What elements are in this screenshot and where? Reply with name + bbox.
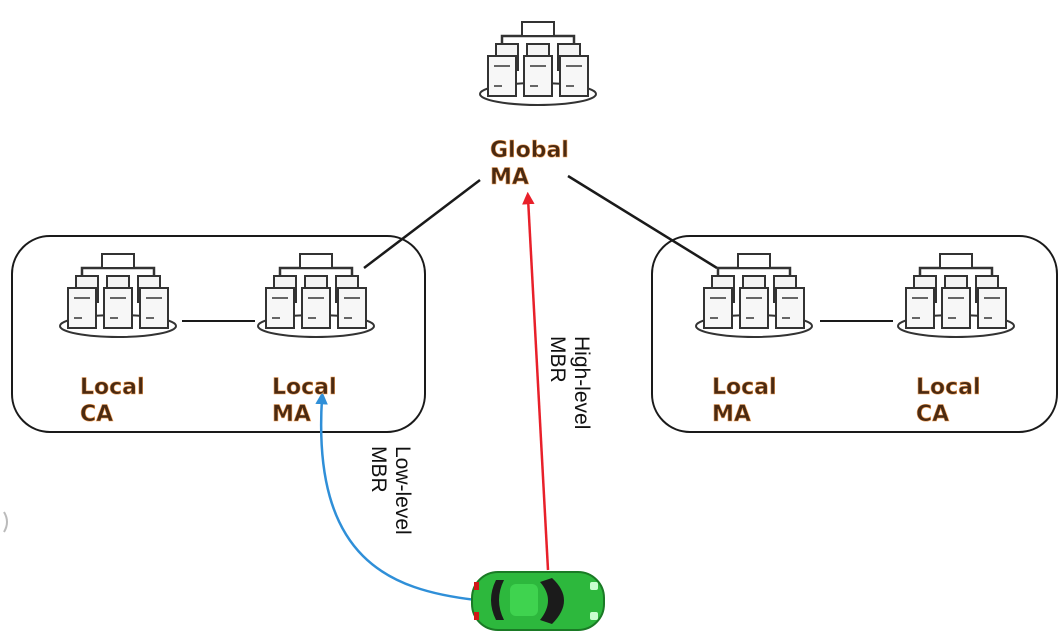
server-cluster-icon (256, 252, 376, 339)
right-local-ma-label: Local MA (712, 374, 777, 428)
high-level-mbr-arrow (522, 191, 550, 571)
global-ma-label: Global MA (490, 137, 569, 191)
left-local-ca-label-line1: Local (80, 375, 145, 401)
low-level-mbr-label-line1: Low-level (391, 446, 414, 535)
left-local-ca-label: Local CA (80, 374, 145, 428)
high-level-mbr-label-line2: MBR (546, 336, 569, 383)
global-ma-label-line1: Global (490, 138, 569, 164)
connector-global-right-ma (567, 174, 718, 270)
left-local-ma-label-line2: MA (272, 402, 312, 428)
right-local-ca-label-line1: Local (916, 375, 981, 401)
server-cluster-icon (478, 20, 598, 107)
right-domain-group (651, 235, 1058, 433)
connector-left-ma-global (363, 179, 481, 269)
right-local-ca-label: Local CA (916, 374, 981, 428)
low-level-mbr-arrow (315, 391, 477, 602)
server-cluster-icon (58, 252, 178, 339)
global-ma-label-line2: MA (490, 165, 530, 191)
low-level-mbr-label-line2: MBR (367, 446, 390, 493)
server-cluster-icon (896, 252, 1016, 339)
car-icon (471, 571, 605, 631)
right-local-ca-label-line2: CA (916, 402, 950, 428)
left-domain-group (11, 235, 426, 433)
high-level-mbr-label: High-level MBR (545, 336, 593, 429)
low-level-mbr-label: Low-level MBR (366, 446, 414, 535)
edge-artifact (3, 511, 8, 533)
left-local-ma-label-line1: Local (272, 375, 337, 401)
right-local-ma-label-line1: Local (712, 375, 777, 401)
high-level-mbr-label-line1: High-level (570, 336, 593, 430)
left-local-ca-label-line2: CA (80, 402, 114, 428)
left-local-ma-label: Local MA (272, 374, 337, 428)
right-local-ma-label-line2: MA (712, 402, 752, 428)
